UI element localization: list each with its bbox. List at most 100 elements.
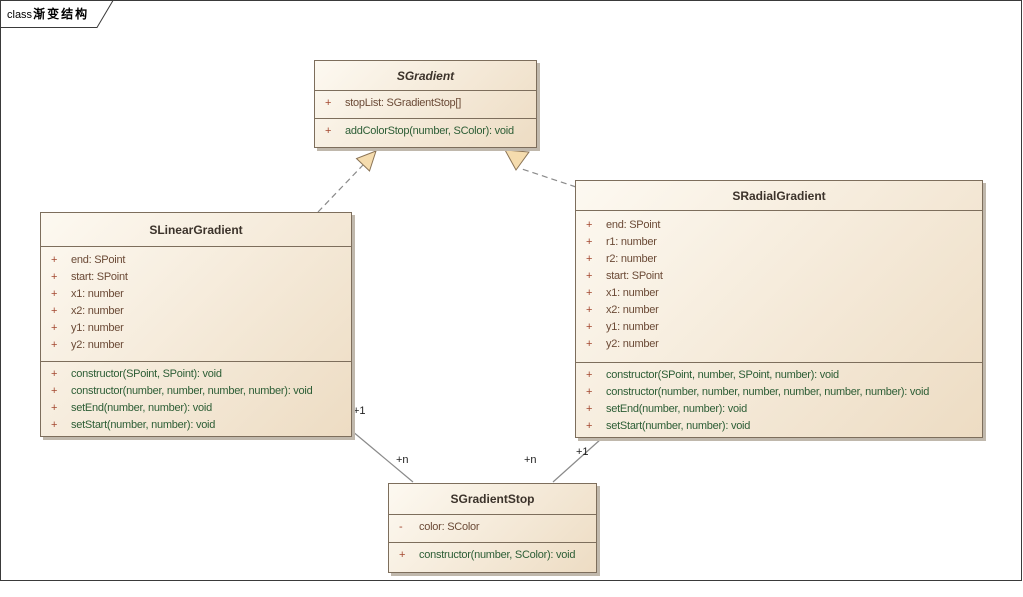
attributes-compartment: - color: SColor: [389, 515, 596, 543]
multiplicity-label-radial-source[interactable]: +1: [576, 446, 589, 458]
member-text: x1: number: [71, 288, 124, 300]
member-text: start: SPoint: [606, 270, 663, 282]
class-title: SLinearGradient: [41, 213, 351, 247]
visibility-marker: +: [51, 385, 58, 397]
member-row[interactable]: + end: SPoint: [576, 217, 982, 234]
member-row[interactable]: + start: SPoint: [576, 268, 982, 285]
visibility-marker: +: [325, 125, 332, 137]
multiplicity-label-linear-source[interactable]: +1: [353, 405, 366, 417]
methods-compartment: +constructor(SPoint, SPoint): void+const…: [41, 362, 351, 436]
member-text: addColorStop(number, SColor): void: [345, 125, 514, 137]
member-text: r1: number: [606, 236, 657, 248]
class-title: SRadialGradient: [576, 181, 982, 211]
member-text: x2: number: [606, 304, 659, 316]
member-text: end: SPoint: [71, 254, 126, 266]
member-text: y1: number: [606, 321, 659, 333]
visibility-marker: +: [51, 271, 58, 283]
member-text: x1: number: [606, 287, 659, 299]
member-row[interactable]: + setStart(number, number): void: [41, 417, 351, 434]
member-text: end: SPoint: [606, 219, 661, 231]
visibility-marker: -: [399, 521, 403, 533]
member-row[interactable]: + r2: number: [576, 251, 982, 268]
multiplicity-label-radial-target[interactable]: +n: [524, 454, 537, 466]
attributes-compartment: + end: SPoint + r1: number + r2: number + start…: [576, 211, 982, 363]
visibility-marker: +: [586, 287, 593, 299]
member-text: color: SColor: [419, 521, 480, 533]
member-text: setStart(number, number): void: [606, 420, 751, 432]
methods-compartment: + constructor(SPoint, number, SPoint, num…: [576, 363, 982, 437]
member-text: constructor(number, SColor): void: [419, 549, 576, 561]
member-row[interactable]: + constructor(number, SColor): void: [389, 547, 596, 564]
class-box-sradialgradient[interactable]: SRadialGradient +end: SPoint+r1: number+…: [575, 180, 983, 438]
member-row[interactable]: + y1: number: [41, 320, 351, 337]
member-row[interactable]: + constructor(number, number, number, num…: [41, 383, 351, 400]
member-row[interactable]: +end: SPoint: [41, 252, 351, 269]
member-row[interactable]: - color: SColor: [389, 519, 596, 536]
visibility-marker: +: [51, 322, 58, 334]
member-row[interactable]: + y2: number: [41, 337, 351, 354]
class-box-sgradient[interactable]: SGradient + stopList: SGradientStop[] + ad…: [314, 60, 537, 148]
generalization-linear-to-gradient[interactable]: [317, 150, 377, 213]
member-row[interactable]: + x2: number: [41, 303, 351, 320]
member-text: x2: number: [71, 305, 124, 317]
member-text: constructor(number, number, number, numb…: [71, 385, 313, 397]
class-box-slineargradient[interactable]: SLinearGradient +end: SPoint+start: SPoi…: [40, 212, 352, 437]
visibility-marker: +: [586, 386, 593, 398]
visibility-marker: +: [51, 288, 58, 300]
visibility-marker: +: [51, 305, 58, 317]
member-row[interactable]: + start: SPoint: [41, 269, 351, 286]
member-row[interactable]: + r1: number: [576, 234, 982, 251]
member-text: constructor(SPoint, SPoint): void: [71, 368, 222, 380]
member-row[interactable]: +setEnd(number, number): void: [41, 400, 351, 417]
visibility-marker: +: [399, 549, 406, 561]
member-row[interactable]: +setEnd(number, number): void: [576, 401, 982, 418]
member-row[interactable]: + stopList: SGradientStop[]: [315, 95, 536, 112]
member-row[interactable]: + x1: number: [41, 286, 351, 303]
methods-compartment: + addColorStop(number, SColor): void: [315, 119, 536, 147]
member-row[interactable]: + x2: number: [576, 302, 982, 319]
association-radial-to-stop[interactable]: [552, 438, 602, 483]
member-row[interactable]: +y1: number: [576, 319, 982, 336]
visibility-marker: +: [586, 403, 593, 415]
member-text: y2: number: [606, 338, 659, 350]
member-text: constructor(SPoint, number, SPoint, numb…: [606, 369, 839, 381]
member-text: setEnd(number, number): void: [71, 402, 212, 414]
member-row[interactable]: +constructor(SPoint, SPoint): void: [41, 366, 351, 383]
member-text: y1: number: [71, 322, 124, 334]
member-text: start: SPoint: [71, 271, 128, 283]
visibility-marker: +: [325, 97, 332, 109]
visibility-marker: +: [51, 339, 58, 351]
member-text: setStart(number, number): void: [71, 419, 216, 431]
frame-label: class渐变结构: [7, 5, 89, 22]
frame-tab-shape: [0, 0, 114, 28]
visibility-marker: +: [586, 270, 593, 282]
member-text: r2: number: [606, 253, 657, 265]
generalization-arrow-icon: [355, 150, 377, 172]
attributes-compartment: + stopList: SGradientStop[]: [315, 91, 536, 119]
visibility-marker: +: [51, 419, 58, 431]
visibility-marker: +: [586, 420, 593, 432]
frame-keyword: class: [7, 9, 33, 21]
visibility-marker: +: [586, 304, 593, 316]
class-title: SGradient: [315, 61, 536, 91]
member-row[interactable]: + x1: number: [576, 285, 982, 302]
member-row[interactable]: +constructor(SPoint, number, SPoint, num…: [576, 367, 982, 384]
class-title: SGradientStop: [389, 484, 596, 515]
member-text: y2: number: [71, 339, 124, 351]
multiplicity-label-linear-target[interactable]: +n: [396, 454, 409, 466]
class-box-sgradientstop[interactable]: SGradientStop - color: SColor + constructo…: [388, 483, 597, 573]
member-row[interactable]: +constructor(number, number, number, num…: [576, 384, 982, 401]
frame-tab: class渐变结构: [0, 0, 125, 30]
generalization-radial-to-gradient[interactable]: [504, 149, 577, 188]
visibility-marker: +: [586, 236, 593, 248]
association-linear-to-stop[interactable]: [351, 430, 414, 483]
member-text: stopList: SGradientStop[]: [345, 97, 462, 109]
generalization-arrow-icon: [504, 149, 530, 171]
member-row[interactable]: + setStart(number, number): void: [576, 418, 982, 435]
diagram-title: 渐变结构: [33, 7, 90, 21]
member-row[interactable]: + addColorStop(number, SColor): void: [315, 123, 536, 140]
member-row[interactable]: +y2: number: [576, 336, 982, 353]
visibility-marker: +: [586, 219, 593, 231]
visibility-marker: +: [586, 253, 593, 265]
